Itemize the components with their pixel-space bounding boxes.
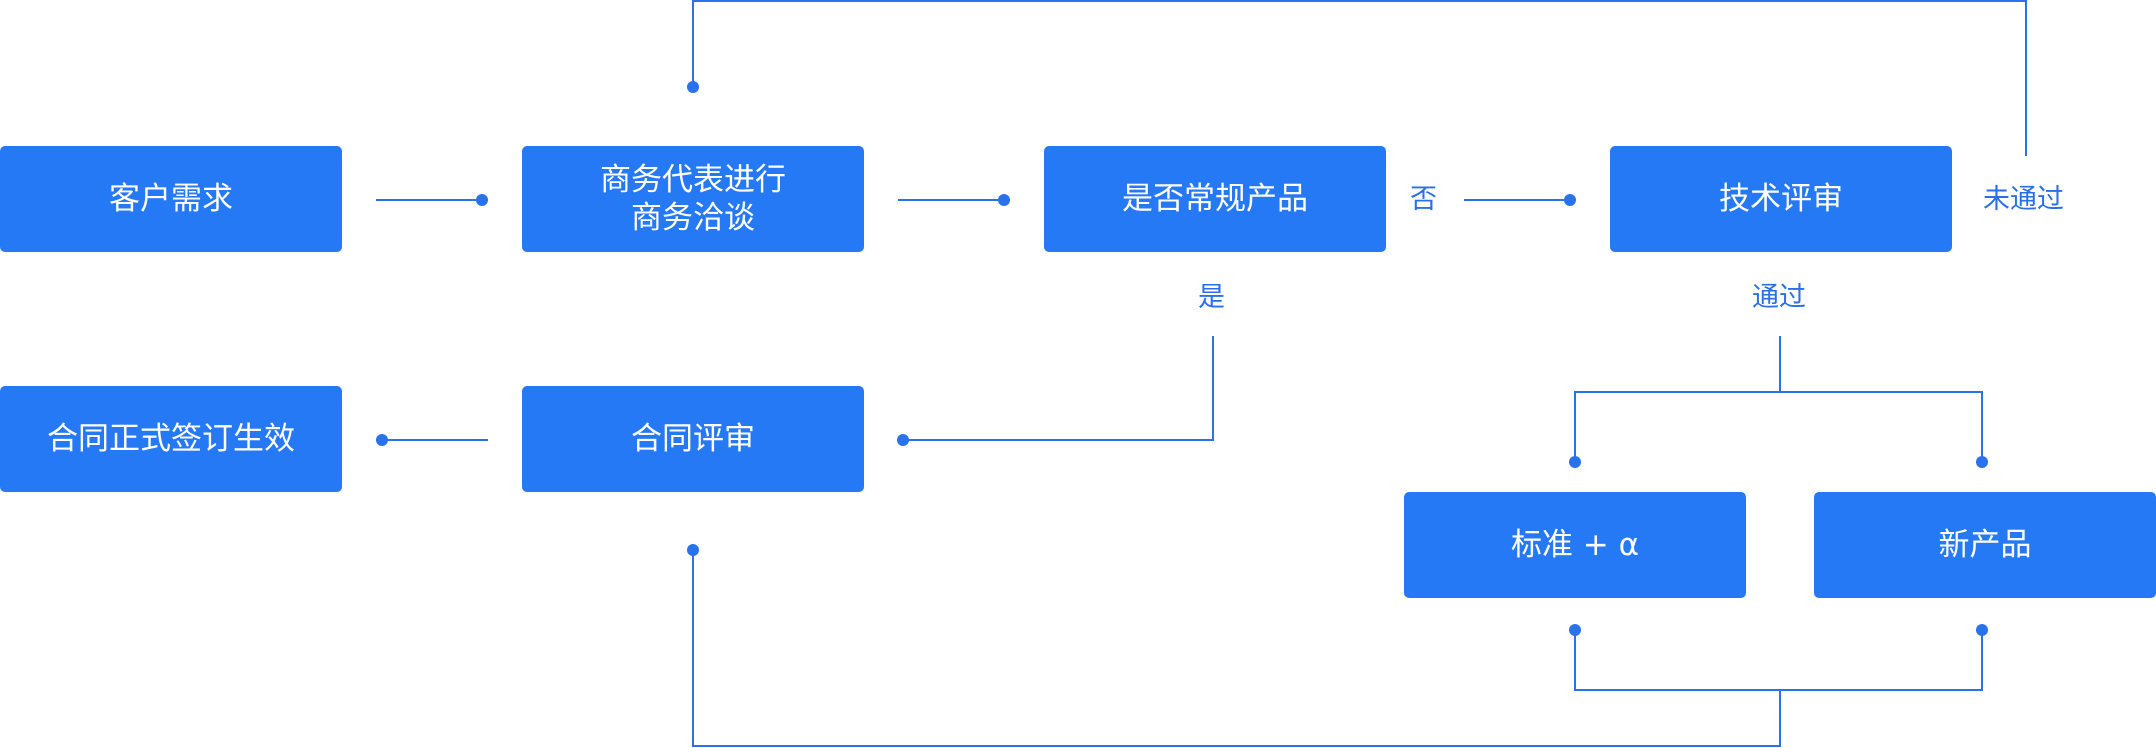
connector-merge-to-review-dot bbox=[687, 544, 699, 556]
node-new-product-label: 新产品 bbox=[1938, 527, 2032, 563]
connector-no-to-tech-dot bbox=[1564, 194, 1576, 206]
connector-review-to-signed-dot bbox=[376, 434, 388, 446]
node-is-standard-product-label: 是否常规产品 bbox=[1122, 181, 1308, 217]
node-tech-review-label: 技术评审 bbox=[1719, 181, 1843, 217]
connector-passed-split bbox=[1574, 336, 1781, 460]
connector-passed-to-new-dot bbox=[1976, 456, 1988, 468]
node-customer-demand: 客户需求 bbox=[0, 146, 342, 252]
connector-yes-to-review bbox=[903, 336, 1214, 441]
connector-demand-to-talk-dot bbox=[476, 194, 488, 206]
connector-merge-to-review bbox=[692, 550, 1781, 747]
connector-passed-split-right bbox=[1780, 391, 1983, 460]
node-new-product: 新产品 bbox=[1814, 492, 2156, 598]
connector-merge-standard-dot bbox=[1569, 624, 1581, 636]
node-standard-plus-alpha-label: 标准 + α bbox=[1510, 527, 1640, 563]
connector-failed-loop bbox=[692, 0, 2027, 156]
edge-label-no: 否 bbox=[1410, 184, 1437, 215]
edge-label-passed: 通过 bbox=[1752, 282, 1806, 313]
node-contract-signed: 合同正式签订生效 bbox=[0, 386, 342, 492]
connector-talk-to-standard-dot bbox=[998, 194, 1010, 206]
connector-passed-to-standard-dot bbox=[1569, 456, 1581, 468]
node-business-talk-line1: 商务代表进行 bbox=[600, 162, 786, 198]
node-is-standard-product: 是否常规产品 bbox=[1044, 146, 1386, 252]
node-contract-signed-label: 合同正式签订生效 bbox=[47, 421, 295, 457]
node-contract-review: 合同评审 bbox=[522, 386, 864, 492]
edge-label-yes: 是 bbox=[1198, 282, 1225, 313]
connector-merge-left bbox=[1574, 630, 1983, 691]
connector-failed-loop-dot bbox=[687, 81, 699, 93]
node-customer-demand-label: 客户需求 bbox=[109, 181, 233, 217]
node-business-talk-line2: 商务洽谈 bbox=[631, 200, 755, 236]
connector-merge-new-dot bbox=[1976, 624, 1988, 636]
edge-label-failed: 未通过 bbox=[1983, 184, 2064, 215]
node-contract-review-label: 合同评审 bbox=[631, 421, 755, 457]
node-tech-review: 技术评审 bbox=[1610, 146, 1952, 252]
connector-yes-to-review-dot bbox=[897, 434, 909, 446]
node-standard-plus-alpha: 标准 + α bbox=[1404, 492, 1746, 598]
node-business-talk: 商务代表进行 商务洽谈 bbox=[522, 146, 864, 252]
